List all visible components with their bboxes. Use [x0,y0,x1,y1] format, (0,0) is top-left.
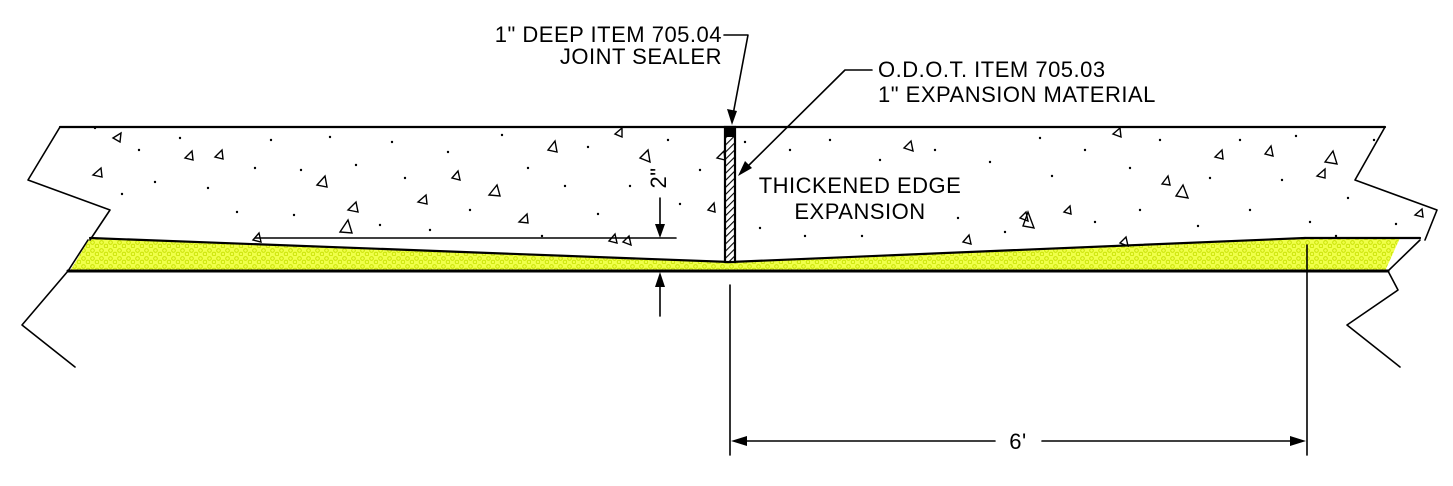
detail-title-line1: THICKENED EDGE [759,173,962,198]
left-break-lower [21,239,89,368]
expansion-joint [723,125,737,264]
concrete-aggregate-triangles [91,126,1424,248]
concrete-slab [27,125,1438,264]
thickness-arrow-top [655,224,665,238]
subgrade [21,239,1421,368]
width-dimension [729,244,1308,456]
right-break-upper [1354,126,1438,241]
left-break-upper [27,126,111,241]
sealer-leader [723,34,749,125]
thickness-dimension [254,197,677,317]
subbase-layer [70,238,1400,271]
detail-title-line2: EXPANSION [794,199,925,224]
sealer-label-line1: 1" DEEP ITEM 705.04 [495,22,722,47]
expansion-material [723,125,737,264]
thickness-arrow-bottom [655,272,665,287]
slab-bottom-right [728,236,1307,264]
sealer-label-line2: JOINT SEALER [560,44,722,69]
slab-bottom-left [88,236,732,264]
material-label-line1: O.D.O.T. ITEM 705.03 [878,57,1106,82]
width-arrow-left [731,436,747,446]
width-arrow-right [1290,436,1306,446]
concrete-speckle [93,126,1398,238]
material-label-line2: 1" EXPANSION MATERIAL [878,82,1156,107]
material-leader [738,69,873,176]
right-break-lower [1346,239,1421,368]
joint-sealer [725,127,735,137]
width-label: 6' [1009,429,1026,454]
thickness-label: 2" [646,167,671,188]
